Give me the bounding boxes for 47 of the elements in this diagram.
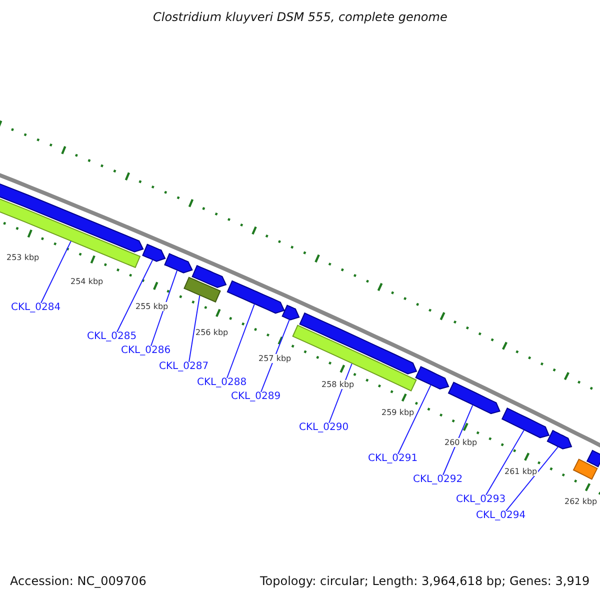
leader-line <box>486 430 524 496</box>
scale-label: 254 kbp <box>70 276 104 286</box>
gene-label: CKL_0294 <box>476 510 526 522</box>
gene-label: CKL_0292 <box>413 474 463 486</box>
gene-label: CKL_0287 <box>159 361 209 372</box>
scale-label: 256 kbp <box>194 328 230 337</box>
leader-line <box>506 446 558 512</box>
leader-line <box>40 240 72 304</box>
gene-label: CKL_0286 <box>121 345 171 356</box>
gene-label: CKL_0288 <box>197 377 247 388</box>
gene-feature <box>164 253 193 274</box>
scale-label: 261 kbp <box>504 466 538 476</box>
gene-feature <box>546 430 572 450</box>
scale-label: 262 kbp <box>564 496 598 506</box>
scale-label: 260 kbp <box>444 438 478 447</box>
scale-label: 259 kbp <box>380 408 416 417</box>
gene-label: CKL_0293 <box>456 494 506 506</box>
gene-label: CKL_0291 <box>368 453 418 464</box>
gene-feature <box>586 450 600 468</box>
scale-label: 253 kbp <box>6 252 40 262</box>
leader-line <box>442 404 474 476</box>
gene-feature <box>292 324 417 392</box>
gene-feature <box>226 280 285 314</box>
gene-feature <box>184 276 221 303</box>
gene-feature <box>192 264 227 288</box>
leader-line <box>116 260 154 332</box>
title: Clostridium kluyveri DSM 555, complete genome <box>153 11 448 25</box>
gene-feature <box>299 312 418 374</box>
scale-label: 255 kbp <box>134 302 170 311</box>
gene-label: CKL_0285 <box>87 331 137 342</box>
gene-feature <box>572 458 598 480</box>
gene-feature <box>282 304 300 320</box>
gene-label: CKL_0284 <box>11 302 61 314</box>
leader-line <box>226 304 255 378</box>
gene-feature <box>142 244 166 262</box>
leader-line <box>150 270 178 346</box>
gene-label: CKL_0289 <box>231 391 281 402</box>
scale-label: 258 kbp <box>320 380 356 389</box>
footer-text: Topology: circular; Length: 3,964,618 bp; Genes: 3,919 <box>260 575 590 589</box>
footer-text: Accession: NC_009706 <box>10 575 146 589</box>
gene-feature <box>501 408 550 438</box>
gene-label: CKL_0290 <box>299 422 349 434</box>
leader-line <box>398 384 432 454</box>
scale-label: 257 kbp <box>258 354 292 363</box>
leader-line <box>260 319 290 392</box>
gene-feature <box>415 366 450 390</box>
gene-feature <box>448 382 500 414</box>
